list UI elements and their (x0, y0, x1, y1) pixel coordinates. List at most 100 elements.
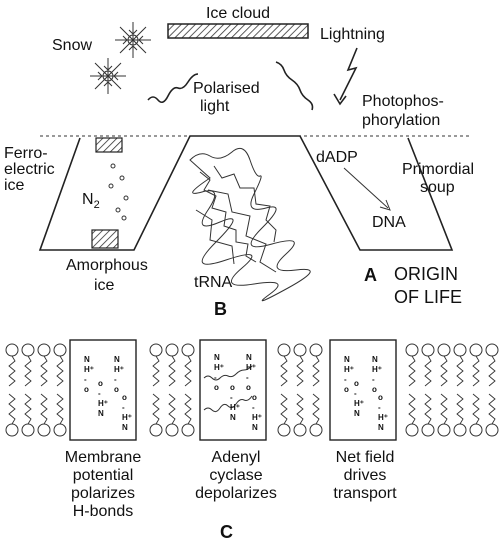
h-bond-atom: - (344, 375, 347, 384)
h-bond-atom: - (114, 375, 117, 384)
panel-b-letter: B (214, 299, 227, 319)
h-bond-atom: o (84, 385, 89, 394)
trna-structure (195, 189, 277, 273)
n2-label: N2 (82, 191, 100, 211)
h-bond-atom: - (214, 373, 217, 382)
lipid-tail (8, 355, 16, 387)
h-bond-atom: N (230, 413, 236, 422)
panel-c-letter: C (220, 522, 233, 542)
channel-box-3 (329, 339, 397, 441)
panel-a-letter: A (364, 265, 377, 285)
lipid-tail (424, 393, 432, 425)
lipid-head (293, 423, 307, 437)
lightning-label: Lightning (320, 26, 385, 43)
snow-label: Snow (52, 37, 92, 54)
h-bond-atom: H⁺ (378, 413, 388, 422)
lipid-head (485, 423, 499, 437)
lipid-head (165, 343, 179, 357)
lipid-tail (408, 355, 416, 387)
membrane-caption: potential (73, 467, 134, 484)
lipid-tail (408, 393, 416, 425)
h-bond-atom: o (230, 383, 235, 392)
h-bond-atom: N (378, 423, 384, 432)
ferroelectric-ice-label: ice (4, 177, 25, 194)
lipid-head (149, 343, 163, 357)
lipid-head (309, 343, 323, 357)
h-bond-atom: o (378, 393, 383, 402)
polarised-light-label: Polarised (193, 80, 260, 97)
h-bond-atom: N (246, 353, 252, 362)
lipid-head (469, 343, 483, 357)
h-bond-atom: o (122, 393, 127, 402)
lipid-tail (488, 393, 496, 425)
polarised-light-wave (147, 73, 199, 104)
lipid-tail (296, 355, 304, 387)
h-bond-atom: N (344, 355, 350, 364)
h-bond-atom: N (354, 409, 360, 418)
lipid-head (37, 423, 51, 437)
lipid-tail (168, 393, 176, 425)
trna-label: tRNA (194, 274, 233, 291)
trna-structure (199, 165, 277, 263)
h-bond-atom: H⁺ (246, 363, 256, 372)
h-bond-atom: o (344, 385, 349, 394)
adenyl-caption: Adenyl (212, 449, 261, 466)
lipid-tail (40, 355, 48, 387)
h-bond-atom: H⁺ (252, 413, 262, 422)
net-field-caption: transport (333, 485, 397, 502)
h-bond-atom: - (354, 389, 357, 398)
h-bond-atom: - (252, 403, 255, 412)
lipid-tail (472, 393, 480, 425)
h-bond-atom: H⁺ (344, 365, 354, 374)
lipid-tail (56, 393, 64, 425)
lipid-head (21, 343, 35, 357)
channel-box-1 (69, 339, 137, 441)
membrane-caption: polarizes (71, 485, 135, 502)
polarised-light-label: light (200, 98, 230, 115)
lipid-head (149, 423, 163, 437)
photophosphorylation-label: phorylation (362, 112, 440, 129)
amorphous-ice-block (91, 229, 119, 249)
polarised-light-wave (275, 61, 314, 111)
primordial-soup-label: Primordial (402, 161, 474, 178)
lipid-head (421, 423, 435, 437)
lipid-tail (40, 393, 48, 425)
lipid-tail (168, 355, 176, 387)
h-bond-atom: N (84, 355, 90, 364)
lipid-head (165, 423, 179, 437)
lipid-head (21, 423, 35, 437)
lipid-tail (488, 355, 496, 387)
dadp-to-dna-arrow (343, 167, 389, 209)
lipid-head (453, 423, 467, 437)
h-bond-atom: H⁺ (84, 365, 94, 374)
dna-label: DNA (372, 214, 406, 231)
lipid-head (277, 343, 291, 357)
lipid-head (293, 343, 307, 357)
lipid-head (405, 343, 419, 357)
membrane-bilayer (5, 343, 499, 437)
lipid-tail (424, 355, 432, 387)
lipid-tail (56, 355, 64, 387)
lipid-tail (312, 393, 320, 425)
channel-box-2 (199, 339, 267, 441)
n2-bubbles (108, 163, 129, 221)
h-bond-atom: H⁺ (98, 399, 108, 408)
adenyl-cyclase-helix (203, 365, 253, 381)
photophosphorylation-label: Photophos- (362, 93, 444, 110)
lipid-tail (152, 393, 160, 425)
panel-a: Ice cloud Snow Polarised light Lightning… (4, 5, 474, 307)
h-bond-atom: o (98, 379, 103, 388)
lipid-head (309, 423, 323, 437)
membrane-caption: Membrane (65, 449, 142, 466)
snowflake-icon (115, 22, 151, 58)
lipid-head (453, 343, 467, 357)
lipid-tail (280, 393, 288, 425)
lipid-tail (296, 393, 304, 425)
h-bond-atom: H⁺ (114, 365, 124, 374)
lipid-head (405, 423, 419, 437)
lipid-tail (152, 355, 160, 387)
h-bond-atom: H⁺ (230, 403, 240, 412)
lipid-head (5, 343, 19, 357)
